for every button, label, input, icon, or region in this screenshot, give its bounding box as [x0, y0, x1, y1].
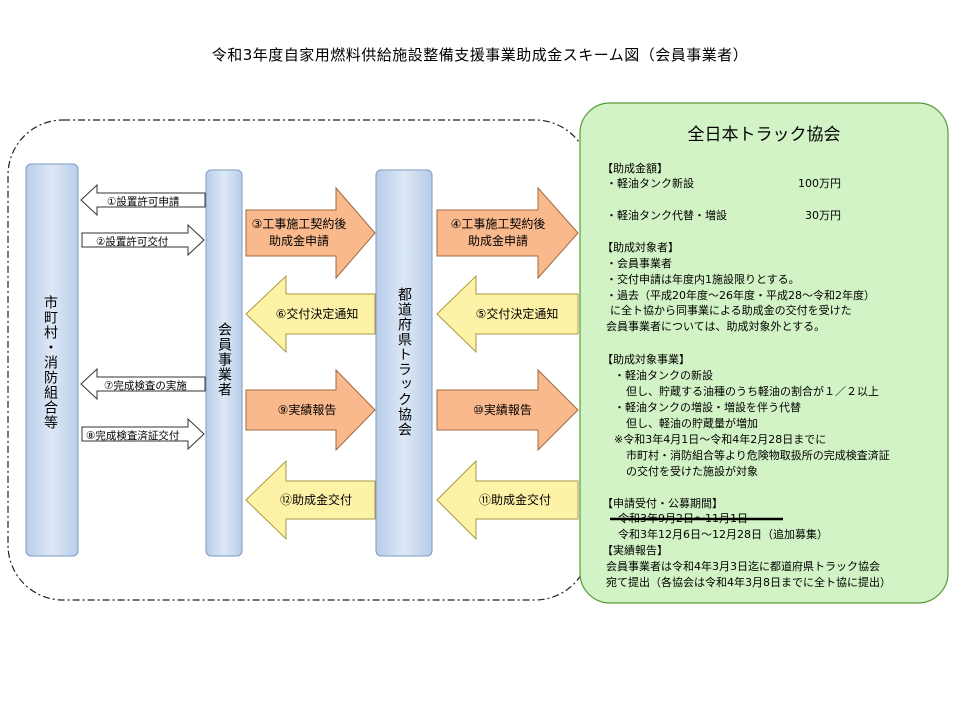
arrow-step3 [245, 186, 376, 280]
step3-line2: 助成金申請 [268, 234, 329, 248]
arrow-step12 [245, 459, 376, 541]
step2-label: ②設置許可交付 [96, 236, 169, 248]
step4-label: ④工事施工契約後 助成金申請 [438, 216, 558, 250]
amount-item1: ・軽油タンク新設 [606, 177, 694, 190]
arrow-step7 [80, 367, 206, 401]
amount-value2: 30万円 [805, 209, 841, 222]
municipality-column [25, 163, 79, 557]
step4-line2: 助成金申請 [467, 234, 528, 248]
step6-label: ⑥交付決定通知 [275, 307, 359, 321]
period-heading: 【申請受付・公募期間】 [602, 497, 723, 510]
member-area-boundary [7, 119, 591, 601]
target-3: ・過去（平成20年度～26年度・平成28～令和2年度） [606, 289, 875, 302]
target-5: 会員事業者については、助成対象外とする。 [606, 320, 826, 333]
project-2: 但し、貯蔵する油種のうち軽油の割合が１／２以上 [626, 385, 879, 398]
arrow-step6 [245, 274, 376, 354]
municipality-label: 市町村・消防組合等 [42, 295, 58, 430]
member-column [205, 169, 243, 557]
prefecture-column [375, 169, 433, 557]
prefecture-label: 都道府県トラック協会 [396, 287, 412, 437]
target-1: ・会員事業者 [606, 257, 672, 270]
report-heading: 【実績報告】 [602, 544, 668, 557]
step7-label: ⑦完成検査の実施 [104, 380, 187, 392]
project-6: 市町村・消防組合等より危険物取扱所の完成検査済証 [626, 449, 890, 462]
period-new: 令和3年12月6日～12月28日（追加募集） [618, 528, 828, 541]
arrow-step2 [81, 223, 205, 257]
step1-label: ①設置許可申請 [107, 196, 180, 208]
amount-item2: ・軽油タンク代替・増設 [606, 209, 727, 222]
national-title: 全日本トラック協会 [687, 125, 841, 145]
arrow-step9 [245, 368, 376, 452]
arrow-step1 [80, 183, 206, 217]
national-panel [579, 102, 949, 604]
amount-value1: 100万円 [798, 177, 841, 190]
page-title: 令和3年度自家用燃料供給施設整備支援事業助成金スキーム図（会員事業者） [211, 46, 749, 64]
target-heading: 【助成対象者】 [602, 241, 679, 254]
report-2: 宛て提出（各協会は令和4年3月8日までに全ト協に提出） [606, 576, 891, 589]
project-heading: 【助成対象事業】 [602, 353, 690, 366]
project-4: 但し、軽油の貯蔵量が増加 [626, 417, 758, 430]
step4-line1: ④工事施工契約後 [450, 217, 546, 231]
amount-heading: 【助成金額】 [602, 162, 668, 175]
arrow-step11 [436, 459, 579, 541]
arrow-step8 [81, 417, 205, 451]
project-5: ※令和3年4月1日～令和4年2月28日までに [614, 433, 827, 446]
project-7: の交付を受けた施設が対象 [626, 465, 758, 478]
step9-label: ⑨実績報告 [277, 403, 337, 417]
period-old: 令和3年9月2日～11月1日 [618, 512, 748, 525]
target-4: に全ト協から同事業による助成金の交付を受けた [610, 304, 852, 317]
member-label: 会員事業者 [216, 322, 232, 397]
target-2: ・交付申請は年度内1施設限りとする。 [606, 273, 800, 286]
step11-label: ⑪助成金交付 [478, 493, 551, 507]
arrow-step5 [436, 274, 579, 354]
project-3: ・軽油タンクの増設・増設を伴う代替 [614, 401, 801, 414]
arrow-step10 [436, 368, 579, 452]
step3-label: ③工事施工契約後 助成金申請 [244, 216, 354, 250]
step5-label: ⑤交付決定通知 [475, 307, 559, 321]
step12-label: ⑫助成金交付 [279, 493, 352, 507]
step8-label: ⑧完成検査済証交付 [86, 430, 180, 442]
arrow-step4 [436, 186, 579, 280]
project-1: ・軽油タンクの新設 [614, 369, 713, 382]
report-1: 会員事業者は令和4年3月3日迄に都道府県トラック協会 [606, 560, 880, 573]
step10-label: ⑩実績報告 [473, 403, 532, 417]
step3-line1: ③工事施工契約後 [251, 217, 347, 231]
